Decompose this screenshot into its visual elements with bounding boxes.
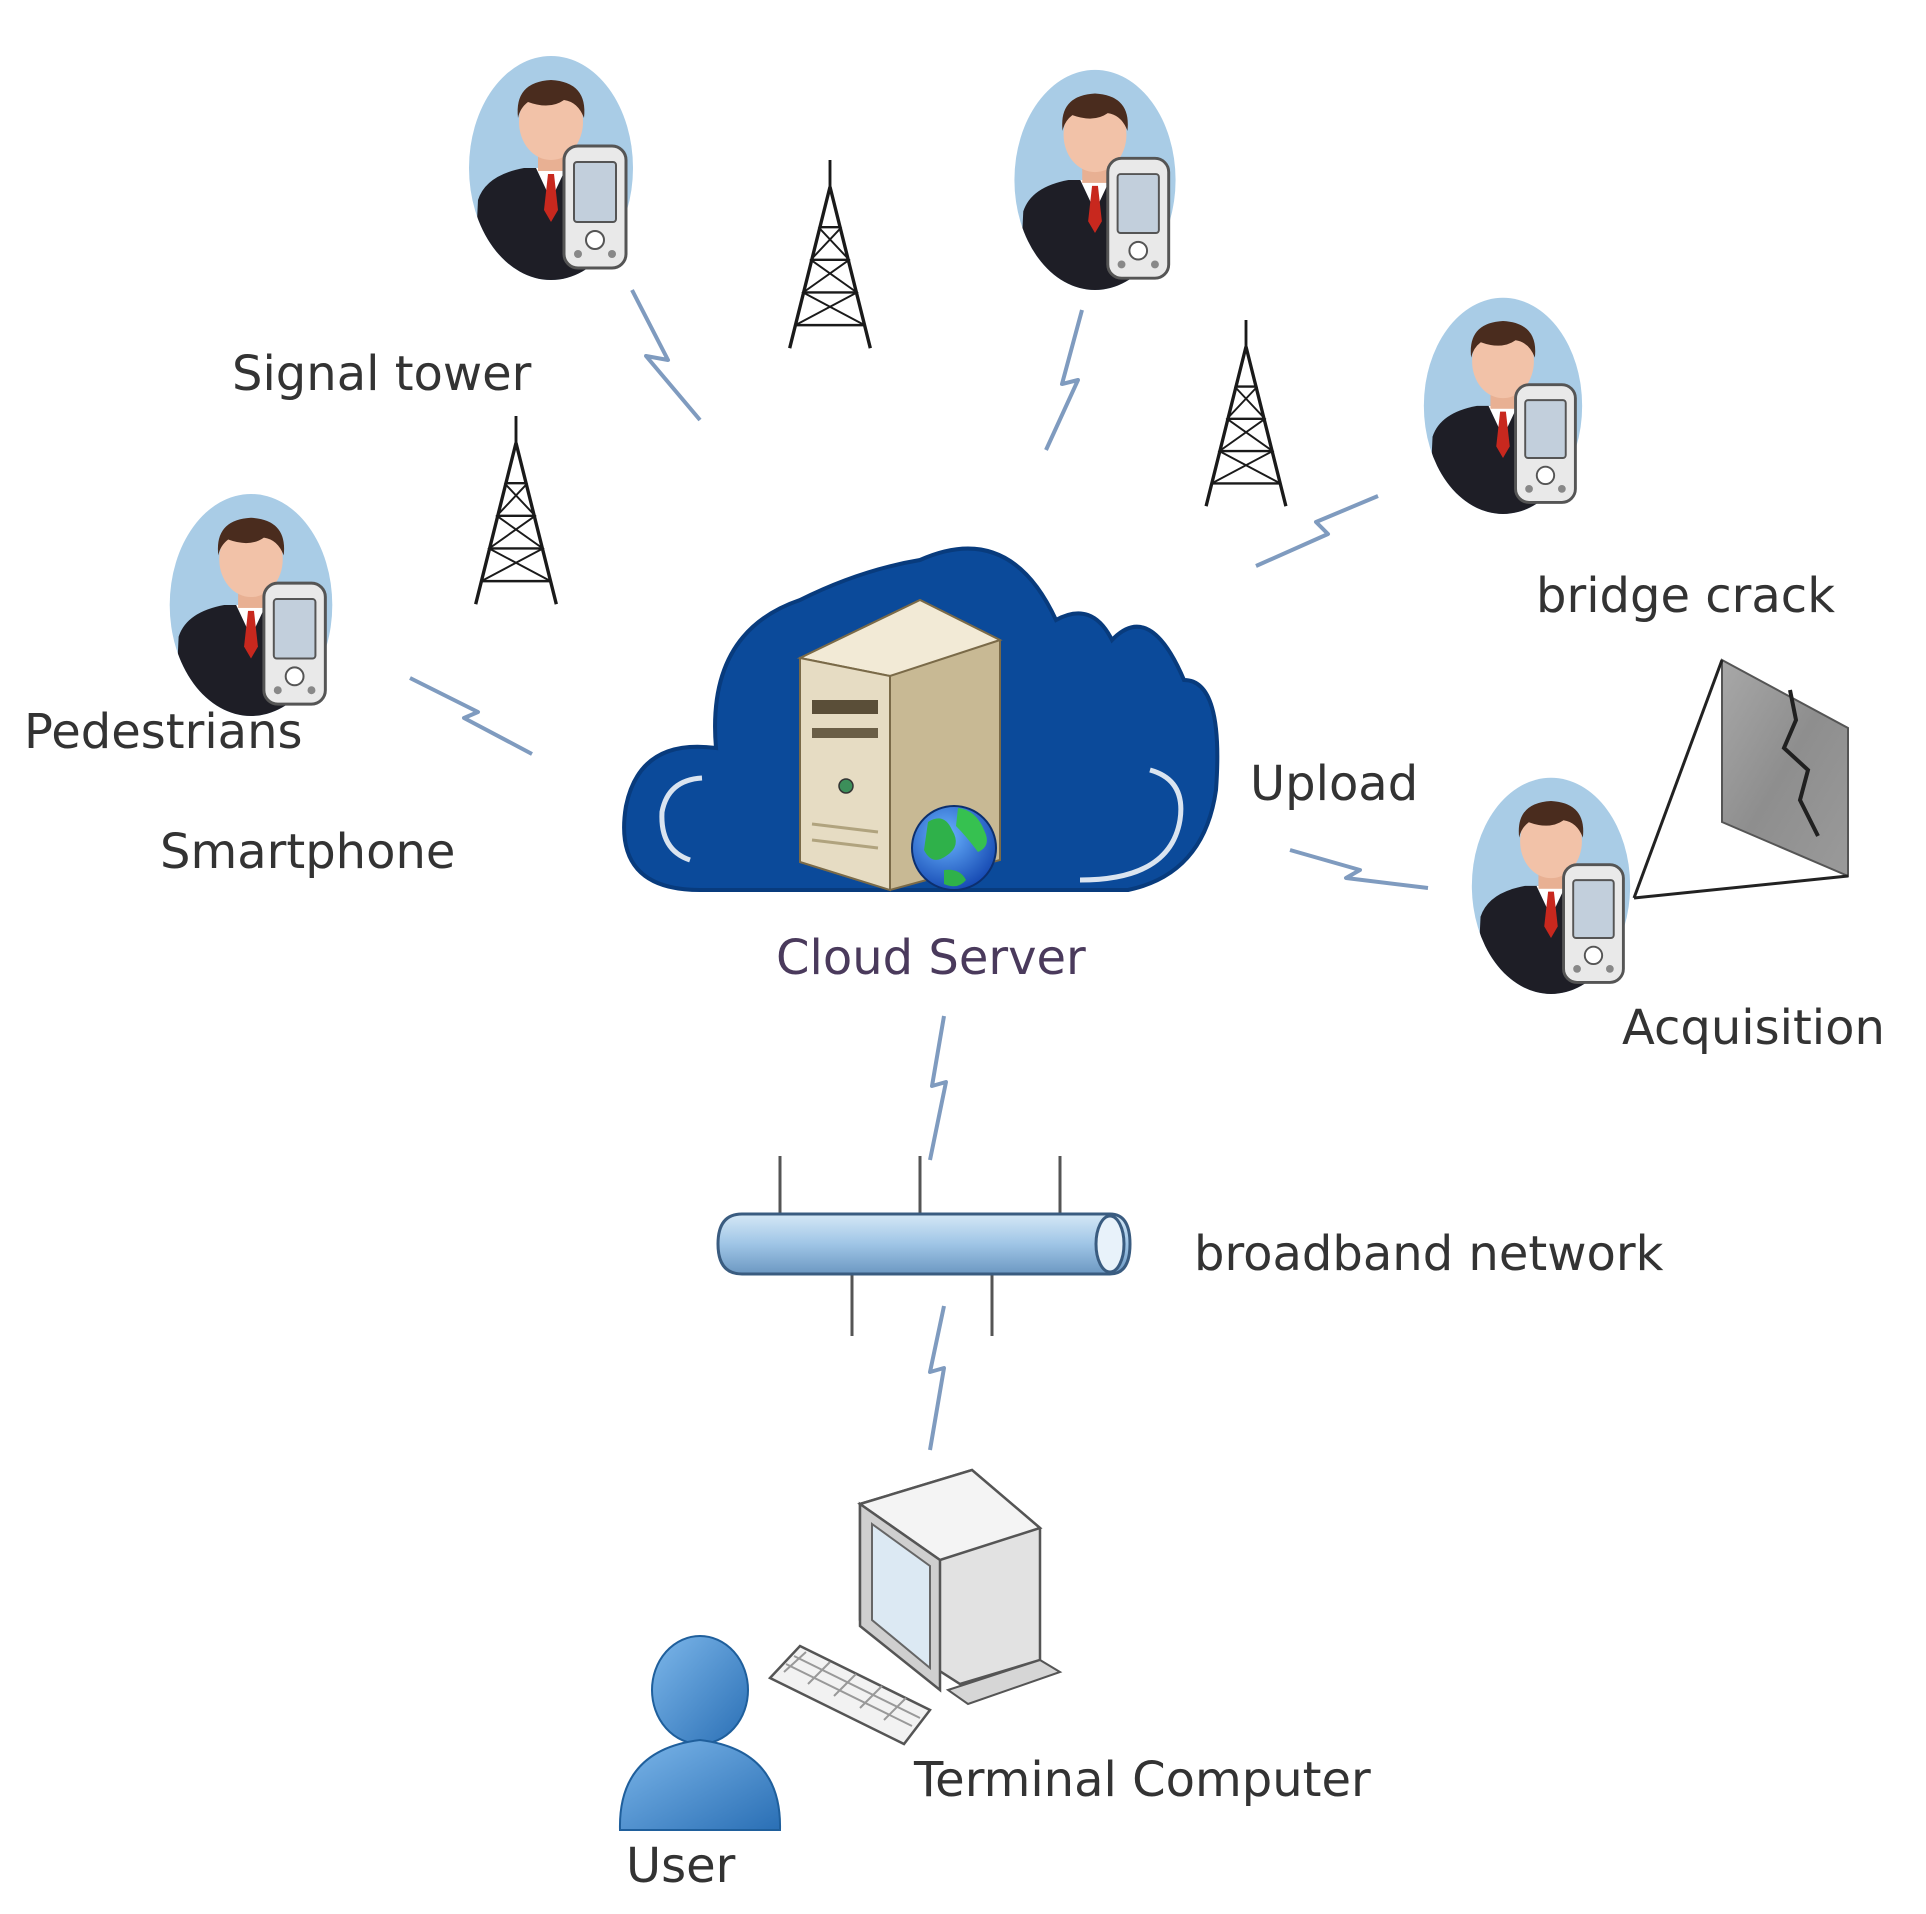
broadband-network-label: broadband network — [1194, 1226, 1664, 1282]
signal-tower-icon — [787, 158, 873, 350]
lightning-link-icon — [928, 1015, 948, 1161]
pedestrian-with-smartphone-icon — [1014, 70, 1175, 295]
signal-tower-label: Signal tower — [232, 346, 532, 402]
lightning-link-icon — [409, 676, 533, 756]
smartphone-label: Smartphone — [160, 824, 456, 880]
signal-tower-icon — [1204, 320, 1288, 508]
desktop-computer-icon — [857, 1468, 1063, 1706]
terminal-computer-label: Terminal Computer — [914, 1752, 1371, 1808]
network-pipe-icon — [716, 1156, 1132, 1336]
upload-label: Upload — [1250, 756, 1419, 812]
pedestrian-with-smartphone-icon — [1424, 298, 1582, 519]
lightning-link-icon — [1289, 848, 1429, 890]
keyboard-icon — [767, 1644, 932, 1746]
user-icon — [618, 1635, 782, 1831]
cloud-server-label: Cloud Server — [776, 930, 1086, 986]
pedestrians-label: Pedestrians — [24, 704, 303, 760]
globe-icon — [911, 805, 997, 891]
bridge-crack-photo — [1632, 658, 1849, 900]
lightning-link-icon — [1044, 309, 1084, 451]
pedestrian-with-smartphone-icon — [469, 56, 633, 285]
bridge-crack-label: bridge crack — [1536, 568, 1835, 624]
acquisition-label: Acquisition — [1622, 1000, 1885, 1056]
lightning-link-icon — [928, 1305, 946, 1451]
signal-tower-icon — [473, 414, 559, 606]
lightning-link-icon — [630, 289, 702, 422]
pedestrian-with-smartphone-icon — [170, 494, 333, 721]
user-label: User — [626, 1838, 736, 1894]
lightning-link-icon — [1255, 494, 1379, 568]
pedestrian-with-smartphone-icon — [1472, 778, 1630, 999]
